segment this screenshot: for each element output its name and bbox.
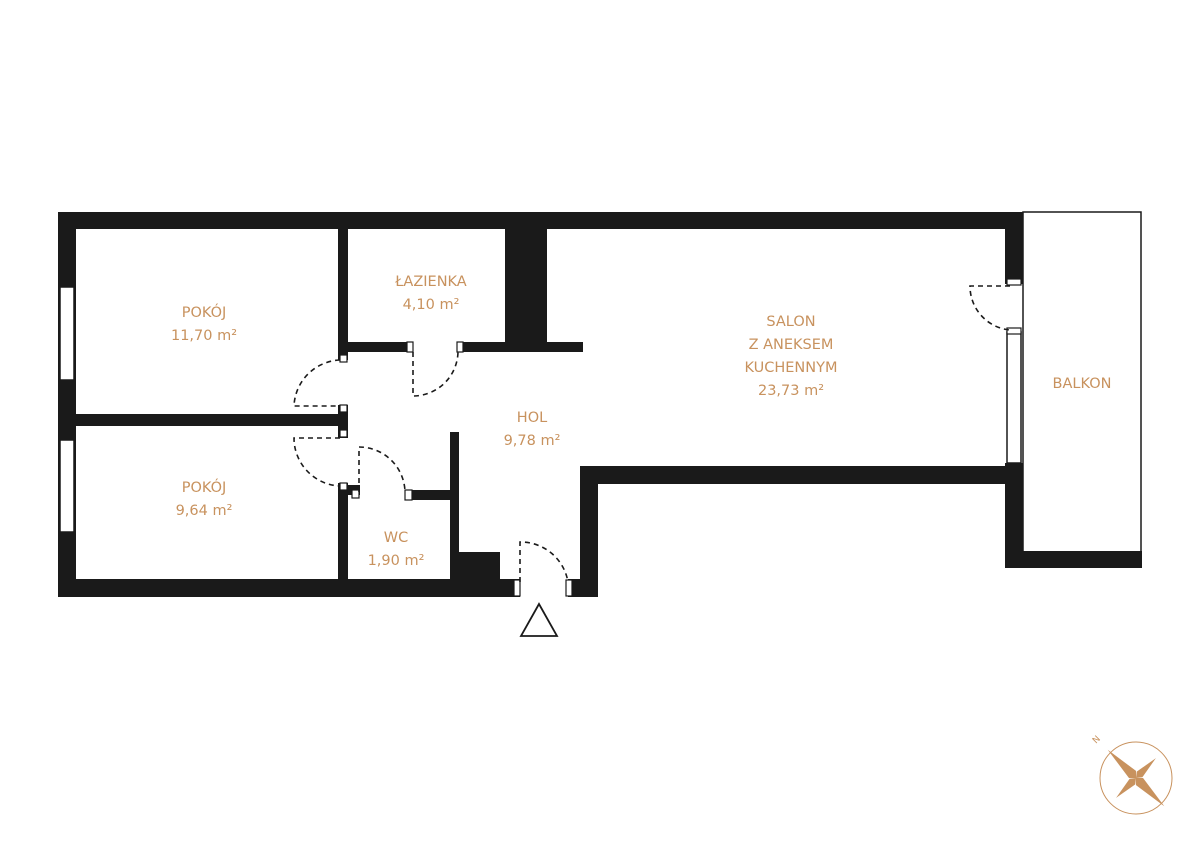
jamb-pokoj1-bottom <box>339 404 348 413</box>
compass-ring <box>1099 741 1173 815</box>
door-swing-wc <box>358 446 406 493</box>
room-name-pokoj-2: POKÓJ <box>182 478 227 496</box>
room-area-wc: 1,90 m² <box>368 553 425 569</box>
wall-hol-right <box>580 466 598 597</box>
jamb-lazienka-right <box>456 341 464 353</box>
wall-top <box>58 212 1023 229</box>
window-balkon-door <box>1006 331 1022 464</box>
balcony <box>1022 211 1142 553</box>
room-name-hol: HOL <box>517 410 547 426</box>
outer-walls <box>58 212 1142 597</box>
room-area-pokoj-1: 11,70 m² <box>171 328 237 344</box>
wall-wc-top-left <box>338 485 360 495</box>
room-name-pokoj-1: POKÓJ <box>182 303 227 321</box>
compass-needle-diag-1 <box>1136 758 1156 778</box>
wall-salon-right-upper <box>1005 212 1023 284</box>
room-name-salon-line3: KUCHENNYM <box>745 360 838 376</box>
wall-lazienka-bottom-left <box>338 342 413 352</box>
wall-wc-left <box>338 490 347 597</box>
wall-entry-block <box>450 552 500 597</box>
jamb-wc-right <box>404 489 413 501</box>
room-name-lazienka: ŁAZIENKA <box>394 274 467 290</box>
room-name-balkon: BALKON <box>1053 376 1112 392</box>
wall-balkon-bottom <box>1005 551 1142 568</box>
door-swing-balkon <box>969 285 1011 331</box>
door-swing-lazienka <box>412 351 459 397</box>
jamb-balkon-bottom <box>1006 327 1022 335</box>
entry-marker-icon <box>519 602 559 637</box>
jamb-pokoj2-top <box>339 429 348 438</box>
wall-bottom-left <box>58 579 520 597</box>
compass-needle-north <box>1107 749 1136 778</box>
jamb-pokoj2-bottom <box>339 482 348 491</box>
room-area-hol: 9,78 m² <box>504 433 561 449</box>
wall-salon-right-lower <box>1005 463 1023 568</box>
door-swing-pokoj1 <box>293 359 341 407</box>
wall-shaft <box>505 229 547 352</box>
jamb-entry-right <box>565 579 573 597</box>
wall-pokoj-divider <box>58 414 348 426</box>
jamb-wc-left <box>351 489 360 499</box>
door-jambs <box>339 278 1022 597</box>
balcony-outline <box>1022 211 1142 553</box>
wall-pokoj1-right-lower <box>338 405 348 438</box>
door-swing-entry <box>519 541 569 583</box>
jamb-entry-left <box>513 579 521 597</box>
windows <box>59 286 1022 533</box>
compass-needle-south <box>1136 778 1165 807</box>
wall-wc-top-right <box>408 490 458 500</box>
jamb-balkon-top <box>1006 278 1022 286</box>
wall-wc-right <box>450 432 459 597</box>
compass-needle-diag-2 <box>1116 778 1136 798</box>
wall-pokoj1-right-upper <box>338 229 348 360</box>
jamb-lazienka-left <box>406 341 414 353</box>
room-name-wc: WC <box>384 530 408 546</box>
door-swings <box>293 285 1011 583</box>
wall-salon-bottom <box>580 466 1023 484</box>
wall-left <box>58 212 76 597</box>
room-labels: POKÓJ 11,70 m² POKÓJ 9,64 m² ŁAZIENKA 4,… <box>171 274 1111 569</box>
window-pokoj2 <box>59 439 75 533</box>
window-pokoj1 <box>59 286 75 381</box>
compass-north-label: N <box>1091 734 1103 746</box>
room-area-pokoj-2: 9,64 m² <box>176 503 233 519</box>
interior-walls <box>58 229 583 597</box>
room-name-salon-line1: SALON <box>766 314 815 330</box>
room-name-salon-line2: Z ANEKSEM <box>749 337 834 353</box>
room-area-salon: 23,73 m² <box>758 383 824 399</box>
compass-icon: N <box>1091 734 1173 815</box>
room-area-lazienka: 4,10 m² <box>403 297 460 313</box>
jamb-pokoj1-top <box>339 354 348 363</box>
door-swing-pokoj2 <box>293 437 341 487</box>
